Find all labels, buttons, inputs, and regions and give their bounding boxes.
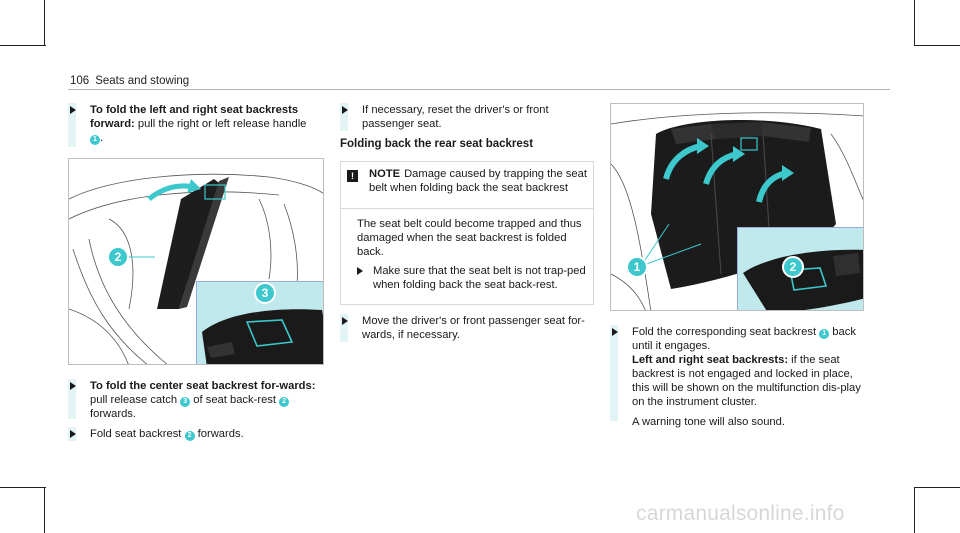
step-bar: [68, 103, 76, 147]
section-title: Seats and stowing: [95, 75, 190, 87]
note-instruction: Make sure that the seat belt is not trap…: [357, 264, 589, 292]
figure-callout: 2: [107, 246, 129, 268]
step-text: A warning tone will also sound.: [632, 416, 785, 428]
step-text: of seat back-rest: [193, 394, 276, 406]
condition-label: Left and right seat backrests:: [632, 354, 789, 366]
step-text: pull the right or left release handle: [137, 118, 307, 130]
callout-badge: 2: [184, 431, 195, 441]
step-arrow-icon: [342, 317, 348, 325]
step-arrow-icon: [342, 106, 348, 114]
step-text: back until it engages.: [632, 326, 856, 352]
step-arrow-icon: [357, 267, 363, 275]
crop-mark: [914, 45, 960, 46]
release-catch-illustration: [202, 309, 323, 364]
callout-badge: 1: [819, 329, 830, 339]
step-text: If necessary, reset the driver's or fron…: [362, 104, 549, 130]
step-bar: [610, 325, 618, 421]
step-fold-left-right: To fold the left and right seat backrest…: [68, 103, 320, 147]
crop-mark: [914, 487, 960, 488]
step-text: Move the driver's or front passenger sea…: [362, 315, 585, 341]
callout-badge: 3: [180, 397, 191, 407]
release-handle-inset: [737, 227, 863, 310]
step-title: To fold the left and right seat backrest…: [90, 104, 299, 130]
step-bar: [68, 379, 76, 419]
step-reset-seat: If necessary, reset the driver's or fron…: [340, 103, 596, 131]
section-heading: Folding back the rear seat backrest: [340, 138, 534, 150]
crop-mark: [914, 487, 915, 533]
step-text: Fold seat backrest: [90, 428, 182, 440]
page-header: 106 Seats and stowing: [70, 74, 189, 88]
step-arrow-icon: [612, 328, 618, 336]
step-fold-center: To fold the center seat backrest for-war…: [68, 379, 320, 420]
step-fold-seat-backrest: Fold seat backrest 2 forwards.: [68, 427, 320, 441]
figure-callout: 1: [626, 256, 648, 278]
crop-mark: [914, 0, 915, 46]
step-text: forwards.: [90, 408, 137, 420]
header-rule: [68, 89, 890, 90]
release-handle-illustration: [743, 249, 863, 310]
callout-badge: 1: [90, 135, 100, 145]
figure-callout: 2: [782, 256, 804, 278]
crop-mark: [0, 487, 46, 488]
crop-mark: [44, 487, 45, 533]
warning-icon: !: [347, 170, 358, 182]
step-arrow-icon: [70, 382, 76, 390]
step-arrow-icon: [70, 106, 76, 114]
crop-mark: [0, 45, 46, 46]
figure-callout: 3: [254, 282, 276, 304]
figure-rear-seat-center: 2 3: [68, 158, 324, 365]
watermark: carmanualsonline.info: [636, 502, 845, 525]
step-text: forwards.: [197, 428, 244, 440]
page-number: 106: [70, 75, 90, 87]
step-bar: [340, 103, 348, 131]
step-move-seat: Move the driver's or front passenger sea…: [340, 314, 596, 342]
step-text: Fold the corresponding seat backrest: [632, 326, 817, 338]
figure-rear-seats-folding-back: 1 2: [610, 103, 864, 311]
step-text: pull release catch: [90, 394, 178, 406]
note-title: NOTE: [369, 168, 401, 180]
step-bar: [340, 314, 348, 342]
note-body: The seat belt could become trapped and t…: [357, 218, 582, 258]
step-arrow-icon: [70, 430, 76, 438]
callout-badge: 2: [279, 397, 290, 407]
step-title: To fold the center seat backrest for-war…: [90, 380, 316, 392]
step-fold-backrest-back: Fold the corresponding seat backrest 1 b…: [610, 325, 866, 428]
crop-mark: [44, 0, 45, 46]
note-text: Damage caused by trapping the seat belt …: [369, 168, 587, 194]
step-text: if the seat backrest is not engaged and …: [632, 354, 861, 408]
instruction-text: Make sure that the seat belt is not trap…: [373, 265, 586, 291]
